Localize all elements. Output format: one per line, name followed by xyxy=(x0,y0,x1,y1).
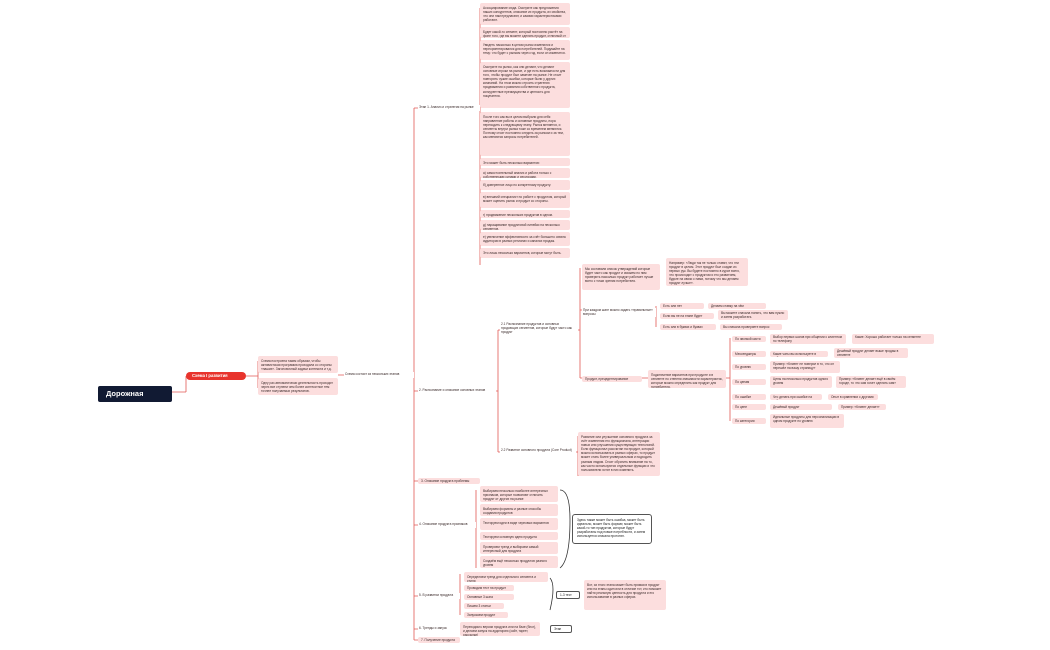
s4-item-6: Создаём ещё несколько продуктов разного … xyxy=(480,556,558,568)
s21-intro: Мы составили список утверждений которые … xyxy=(582,264,660,290)
criterion-2-value: Какие чаты вы используете в работе xyxy=(770,351,828,357)
criterion-6-sub: Пример: «Клиент делает» xyxy=(838,404,886,410)
criterion-1-value: Выбор первых шагов при общении с клиенто… xyxy=(770,334,846,344)
s22-description: Развитие или улучшение основного продукт… xyxy=(578,432,660,476)
s21-summary[interactable]: Продукт, прецедентирование xyxy=(582,376,642,382)
analysis-text-4: Смотрите на рынок, как они делают, что д… xyxy=(480,62,570,108)
s6-text: Переходим к версии продукта или на базе … xyxy=(460,622,540,636)
analysis-text-5: После того как вы в целом выбрали для се… xyxy=(480,112,570,156)
analysis-text-3: Увидеть насколько в целом рынок изменилс… xyxy=(480,40,570,60)
analysis-text-11: д) наращивание продуктовой линейки на не… xyxy=(480,220,570,230)
s4-item-5: Проверяем тренд и выбираем самый интерес… xyxy=(480,542,558,554)
criterion-7-value: Идеальные продукты для персонализации в … xyxy=(770,414,844,428)
s21-q2[interactable]: Если вы не на этапе будет xyxy=(660,313,714,319)
branch-stage-2-2[interactable]: 2.2 Развитие основного продукта (Core Pr… xyxy=(500,448,576,457)
s21-example: Например: «Люди так не только ставят, чт… xyxy=(666,258,748,286)
analysis-text-1: Ассоциирование сюда. Смотрите как предло… xyxy=(480,3,570,25)
criterion-6-value: Дешёвый продукт xyxy=(770,404,832,410)
s4-item-2: Выбираем форматы и разные способы создан… xyxy=(480,504,558,516)
branch-stage-4[interactable]: 4. Описание продукта признаков xyxy=(418,522,476,528)
analysis-text-6: Это может быть несколько вариантов: xyxy=(480,158,570,166)
criterion-1-sub: Какие: Хорошо работает только на сегмент… xyxy=(852,334,934,344)
s21-q1[interactable]: Есть или нет xyxy=(660,303,704,309)
s5-item-2: Проводим тест на продукт xyxy=(464,585,514,591)
s21-q2-answer: Вы можете сначала понять, что вам нужно … xyxy=(718,310,788,320)
scheme-hub-node[interactable]: Схема состоит из нескольких этапов xyxy=(344,372,414,378)
s21-ask-node[interactable]: При каждом шаге можно задать «правильные… xyxy=(582,308,656,317)
criterion-7[interactable]: По категории xyxy=(732,418,766,424)
criterion-1[interactable]: По звонкой кисти xyxy=(732,336,766,342)
s21-q1-answer: Делаем ставку на чём xyxy=(708,303,766,309)
s5-note: Вот, из этого этапа может быть прямая в … xyxy=(584,580,666,610)
analysis-text-9: в) внешний специалист по работе с продук… xyxy=(480,192,570,208)
root-node[interactable]: Дорожная карта xyxy=(98,386,172,402)
analysis-text-2: Будет какой-то сегмент, который постоянн… xyxy=(480,27,570,38)
s4-item-3: Тестируем идеи в виде черновых вариантов xyxy=(480,518,558,530)
analysis-text-7: а) самостоятельный анализ и работа тольк… xyxy=(480,168,570,178)
branch-stage-1[interactable]: Этап 1. Анализ и стратегия на рынке xyxy=(418,105,480,111)
branch-stage-7[interactable]: 7. Получение продукта xyxy=(418,637,460,643)
main-topic-node[interactable]: Схема I развития продукта xyxy=(186,372,246,380)
criterion-3[interactable]: По уровню xyxy=(732,364,766,370)
criterion-2-sub: Дешёвый продукт делает выше продаж в сег… xyxy=(834,348,908,358)
branch-stage-5[interactable]: 5. В развитии продукта xyxy=(418,593,460,599)
criterion-4-value: Цены на несколько продуктов одного уровн… xyxy=(770,376,832,388)
branch-stage-2[interactable]: 2. Распознание и описание основных этапо… xyxy=(418,388,496,394)
analysis-text-10: г) продвижение нескольких продуктов в од… xyxy=(480,210,570,218)
branch-stage-3[interactable]: 3. Описание продукта проблемы xyxy=(418,478,480,484)
criterion-5[interactable]: По ошибке xyxy=(732,394,766,400)
s4-item-4: Тестируем основную идею продукта xyxy=(480,532,558,540)
criterion-5-value: Что делать при ошибке на сайте xyxy=(770,394,822,400)
criterion-6[interactable]: По цене xyxy=(732,404,766,410)
s21-summary-desc: Подключение вариантов при продукте и в с… xyxy=(648,370,726,388)
s21-q3[interactable]: Есть или в буквах и буквах xyxy=(660,324,716,330)
criterion-5-sub: Опыт в сравнении с другими xyxy=(828,394,878,400)
criterion-2[interactable]: Мессенджеры xyxy=(732,351,766,357)
branch-stage-2-1[interactable]: 2.1 Распознание продуктов и основных про… xyxy=(500,322,578,336)
s4-summary-note: Здесь также может быть ошибка, может быт… xyxy=(572,514,652,544)
s5-item-3: Основные 3 шага xyxy=(464,594,514,600)
criterion-3-value: Пример: «Клиент не поверил в то, что он … xyxy=(770,361,840,373)
s21-q3-answer: Вы сначала проверяете вопрос xyxy=(720,324,782,330)
s5-item-4: Пишем 3 статьи xyxy=(464,603,504,609)
analysis-text-12: е) увеличение эффективности за счёт боль… xyxy=(480,232,570,246)
analysis-text-13: Это лишь несколько вариантов, которые мо… xyxy=(480,248,570,258)
analysis-text-8: б) доверенное лицо по конкретному продук… xyxy=(480,180,570,190)
s6-label[interactable]: Этап запуска xyxy=(550,625,572,633)
branch-stage-6[interactable]: 6. Тренды и запуск xyxy=(418,626,460,632)
intro-note-2: Одну раз автоматически деятельность прох… xyxy=(258,378,338,395)
criterion-4[interactable]: По ценам xyxy=(732,379,766,385)
s5-label[interactable]: 1-3 тест xyxy=(556,591,580,599)
s5-item-1: Определяем тренд для отдельного сегмента… xyxy=(464,572,548,582)
s4-item-1: Выбираем несколько наиболее интересных п… xyxy=(480,486,558,502)
intro-note-1: Схема построена таким образом, чтобы акт… xyxy=(258,356,338,373)
s5-item-5: Запускаем продукт xyxy=(464,612,508,618)
criterion-4-sub: Пример: «Клиент делает ещё в своём город… xyxy=(836,376,906,388)
